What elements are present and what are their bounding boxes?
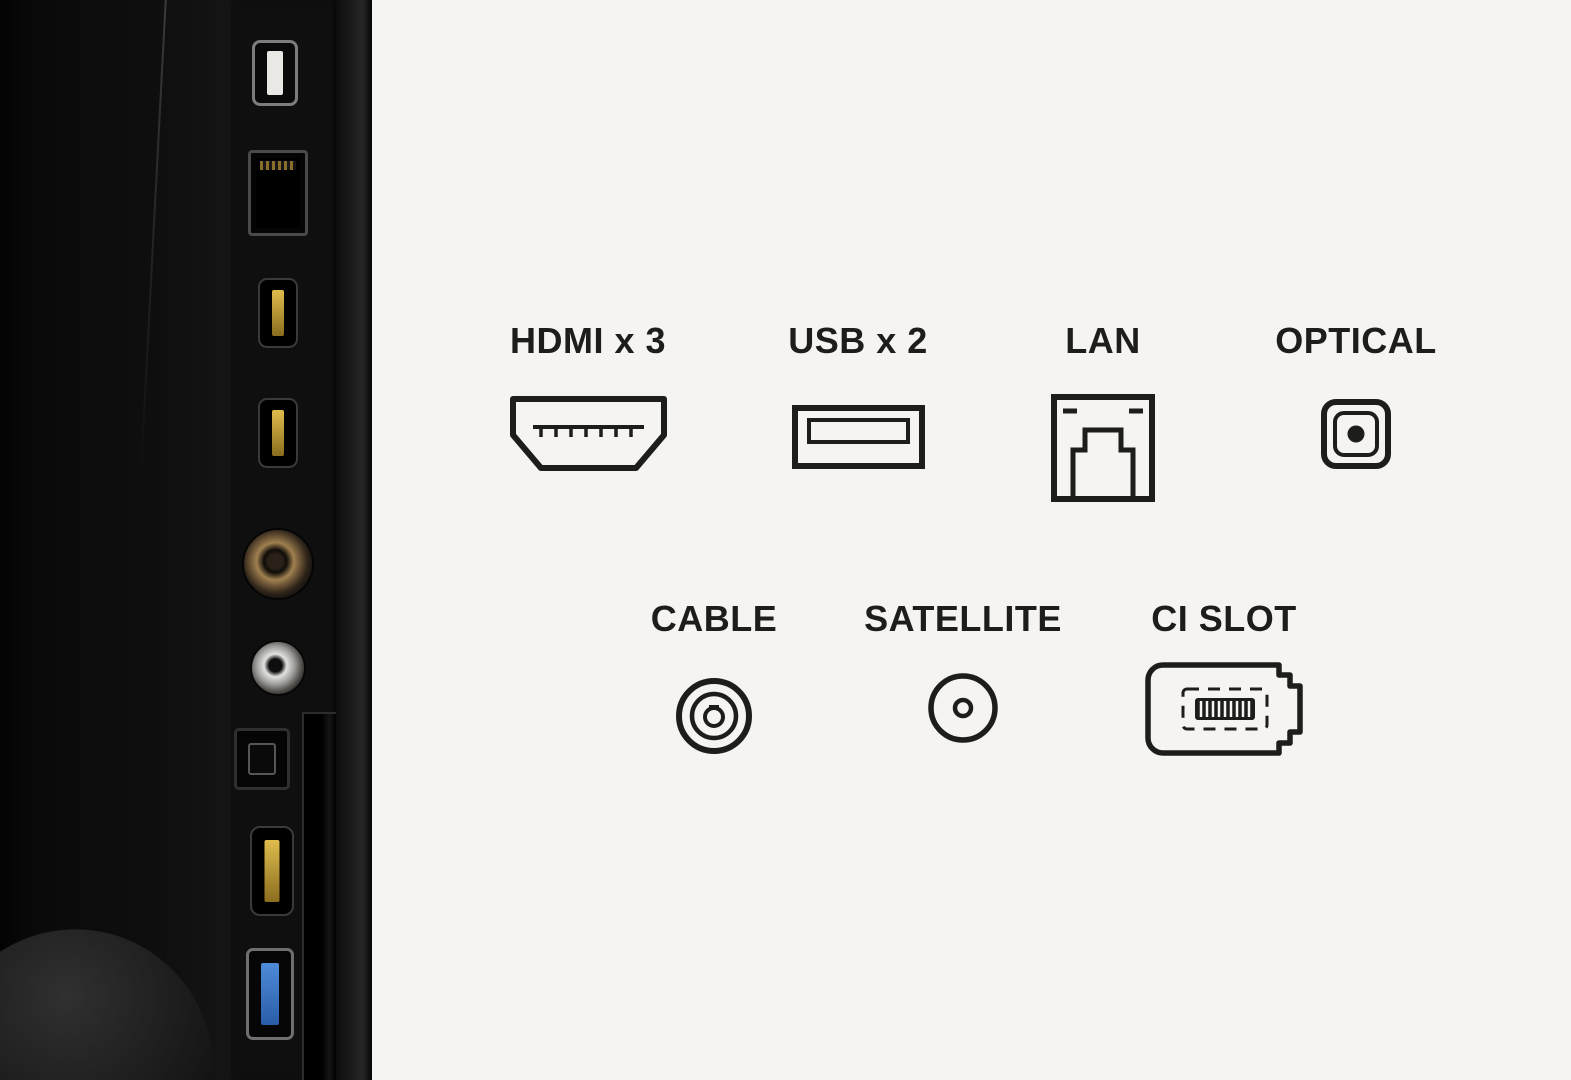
usb-tongue [267,51,283,95]
diagram-item-satellite: SATELLITE [864,598,1061,744]
optical-label: OPTICAL [1275,320,1437,361]
ci-slot-icon [1143,660,1305,758]
antenna-cable-connector [242,528,314,600]
lan-label: LAN [1065,320,1141,361]
usb3-tongue [261,963,279,1025]
diagram-item-cable: CABLE [628,598,800,756]
lan-ethernet-port [248,150,308,236]
hdmi-icon [507,394,670,474]
optical-shutter [248,743,276,775]
usb-icon [791,404,926,470]
usb3-port [246,948,294,1040]
optical-icon [1320,398,1392,470]
rj45-pins [260,161,296,170]
hdmi-port-2 [258,398,298,468]
diagram-item-usb: USB x 2 [760,320,956,470]
hdmi-contacts [272,410,284,456]
tv-stand-leg [0,896,248,1080]
optical-audio-port [234,728,290,790]
cable-icon [674,676,754,756]
tv-side-panel-photo [0,0,372,1080]
hdmi-contacts [272,290,284,336]
satellite-icon [927,672,999,744]
diagram-item-lan: LAN [1008,320,1198,504]
hdmi-label: HDMI x 3 [509,320,667,361]
satellite-label: SATELLITE [864,598,1062,639]
hdmi-contacts [264,840,280,902]
usb-port [252,40,298,106]
diagram-item-optical: OPTICAL [1268,320,1444,470]
ci-card-slot-groove [302,712,336,1080]
diagram-item-hdmi: HDMI x 3 [480,320,696,474]
ci-slot-label: CI SLOT [1151,598,1297,639]
usb-label: USB x 2 [788,320,928,361]
diagram-item-ci-slot: CI SLOT [1134,598,1314,758]
panel-frame-edge [336,0,372,1080]
hdmi-port-3 [250,826,294,916]
lan-icon [1049,392,1157,504]
cable-label: CABLE [650,598,778,639]
hdmi-port-1 [258,278,298,348]
panel-seam [139,0,167,486]
satellite-connector [250,640,306,696]
